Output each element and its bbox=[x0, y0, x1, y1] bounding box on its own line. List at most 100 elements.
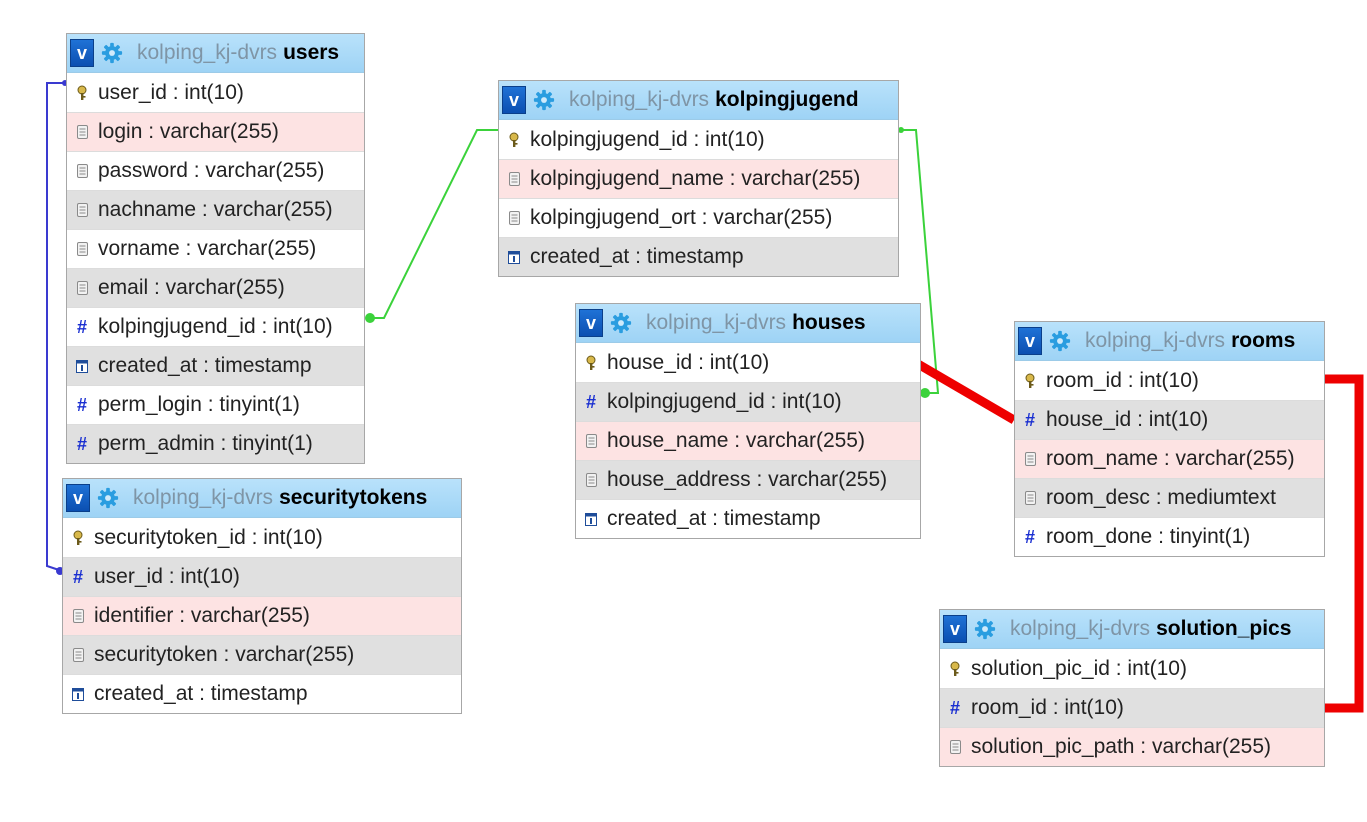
timestamp-icon bbox=[75, 359, 89, 373]
table-name: users bbox=[283, 41, 340, 64]
column-label: kolpingjugend_id : int(10) bbox=[98, 315, 333, 338]
relation-users-kolpingjugend bbox=[366, 129, 499, 319]
toggle-table-button[interactable]: v bbox=[579, 309, 603, 337]
doc-icon bbox=[75, 203, 89, 217]
column-row[interactable]: house_address : varchar(255) bbox=[576, 460, 920, 499]
column-label: house_id : int(10) bbox=[607, 350, 770, 374]
column-row[interactable]: #kolpingjugend_id : int(10) bbox=[67, 307, 364, 346]
column-row[interactable]: #room_id : int(10) bbox=[940, 688, 1324, 727]
relation-rooms-solutionpics bbox=[1325, 374, 1364, 713]
gear-icon[interactable] bbox=[610, 312, 632, 334]
column-label: room_desc : mediumtext bbox=[1046, 486, 1276, 509]
column-row[interactable]: email : varchar(255) bbox=[67, 268, 364, 307]
table-name: houses bbox=[792, 311, 866, 334]
column-row[interactable]: room_id : int(10) bbox=[1015, 361, 1324, 400]
column-label: room_name : varchar(255) bbox=[1046, 447, 1295, 470]
column-row[interactable]: #perm_admin : tinyint(1) bbox=[67, 424, 364, 463]
column-row[interactable]: created_at : timestamp bbox=[63, 674, 461, 713]
column-label: email : varchar(255) bbox=[98, 276, 285, 299]
toggle-table-button[interactable]: v bbox=[66, 484, 90, 512]
column-label: solution_pic_path : varchar(255) bbox=[971, 735, 1272, 758]
column-row[interactable]: kolpingjugend_name : varchar(255) bbox=[499, 159, 898, 198]
column-row[interactable]: #user_id : int(10) bbox=[63, 557, 461, 596]
hash-icon: # bbox=[76, 433, 87, 454]
column-row[interactable]: house_id : int(10) bbox=[576, 343, 920, 382]
toggle-table-button[interactable]: v bbox=[70, 39, 94, 67]
column-row[interactable]: kolpingjugend_ort : varchar(255) bbox=[499, 198, 898, 237]
column-row[interactable]: created_at : timestamp bbox=[576, 499, 920, 538]
column-label: room_id : int(10) bbox=[971, 696, 1124, 719]
column-label: kolpingjugend_id : int(10) bbox=[607, 390, 842, 413]
column-row[interactable]: password : varchar(255) bbox=[67, 151, 364, 190]
column-label: house_name : varchar(255) bbox=[607, 429, 865, 452]
column-label: created_at : timestamp bbox=[607, 507, 821, 530]
toggle-table-button[interactable]: v bbox=[1018, 327, 1042, 355]
database-name: kolping_kj-dvrs bbox=[133, 486, 274, 509]
database-name: kolping_kj-dvrs bbox=[646, 311, 787, 334]
column-label: solution_pic_id : int(10) bbox=[971, 656, 1187, 680]
doc-icon bbox=[584, 434, 598, 448]
gear-icon[interactable] bbox=[101, 42, 123, 64]
column-row[interactable]: user_id : int(10) bbox=[67, 73, 364, 112]
database-name: kolping_kj-dvrs bbox=[1085, 329, 1226, 352]
column-label: created_at : timestamp bbox=[94, 682, 308, 705]
column-row[interactable]: kolpingjugend_id : int(10) bbox=[499, 120, 898, 159]
toggle-table-button[interactable]: v bbox=[943, 615, 967, 643]
gear-icon[interactable] bbox=[533, 89, 555, 111]
doc-icon bbox=[584, 473, 598, 487]
toggle-table-button[interactable]: v bbox=[502, 86, 526, 114]
column-row[interactable]: securitytoken : varchar(255) bbox=[63, 635, 461, 674]
doc-icon bbox=[75, 125, 89, 139]
column-label: password : varchar(255) bbox=[98, 159, 325, 182]
column-row[interactable]: created_at : timestamp bbox=[67, 346, 364, 385]
gear-icon[interactable] bbox=[974, 618, 996, 640]
column-label: room_done : tinyint(1) bbox=[1046, 525, 1251, 548]
column-row[interactable]: #house_id : int(10) bbox=[1015, 400, 1324, 439]
column-row[interactable]: # kolpingjugend_id : int(10) bbox=[576, 382, 920, 421]
column-label: identifier : varchar(255) bbox=[94, 604, 310, 627]
column-row[interactable]: solution_pic_id : int(10) bbox=[940, 649, 1324, 688]
column-row[interactable]: vorname : varchar(255) bbox=[67, 229, 364, 268]
database-name: kolping_kj-dvrs bbox=[1010, 617, 1151, 640]
column-row[interactable]: identifier : varchar(255) bbox=[63, 596, 461, 635]
column-label: user_id : int(10) bbox=[94, 565, 240, 588]
doc-icon bbox=[1023, 452, 1037, 466]
relation-end-dot bbox=[365, 313, 375, 323]
column-row[interactable]: room_desc : mediumtext bbox=[1015, 478, 1324, 517]
column-label: house_address : varchar(255) bbox=[607, 468, 888, 491]
doc-icon bbox=[75, 281, 89, 295]
column-row[interactable]: #perm_login : tinyint(1) bbox=[67, 385, 364, 424]
doc-icon bbox=[75, 242, 89, 256]
doc-icon bbox=[507, 211, 521, 225]
timestamp-icon bbox=[71, 687, 85, 701]
column-row[interactable]: solution_pic_path : varchar(255) bbox=[940, 727, 1324, 766]
column-label: nachname : varchar(255) bbox=[98, 198, 333, 221]
column-row[interactable]: login : varchar(255) bbox=[67, 112, 364, 151]
table-name: securitytokens bbox=[279, 486, 428, 509]
hash-icon: # bbox=[585, 391, 596, 412]
key-icon bbox=[75, 85, 89, 101]
column-row[interactable]: #room_done : tinyint(1) bbox=[1015, 517, 1324, 556]
column-row[interactable]: nachname : varchar(255) bbox=[67, 190, 364, 229]
column-row[interactable]: created_at : timestamp bbox=[499, 237, 898, 276]
gear-icon[interactable] bbox=[97, 487, 119, 509]
column-row[interactable]: securitytoken_id : int(10) bbox=[63, 518, 461, 557]
doc-icon bbox=[71, 648, 85, 662]
column-row[interactable]: room_name : varchar(255) bbox=[1015, 439, 1324, 478]
column-row[interactable]: house_name : varchar(255) bbox=[576, 421, 920, 460]
table-name: rooms bbox=[1231, 329, 1296, 352]
gear-icon[interactable] bbox=[1049, 330, 1071, 352]
relation-end-dot bbox=[920, 388, 930, 398]
